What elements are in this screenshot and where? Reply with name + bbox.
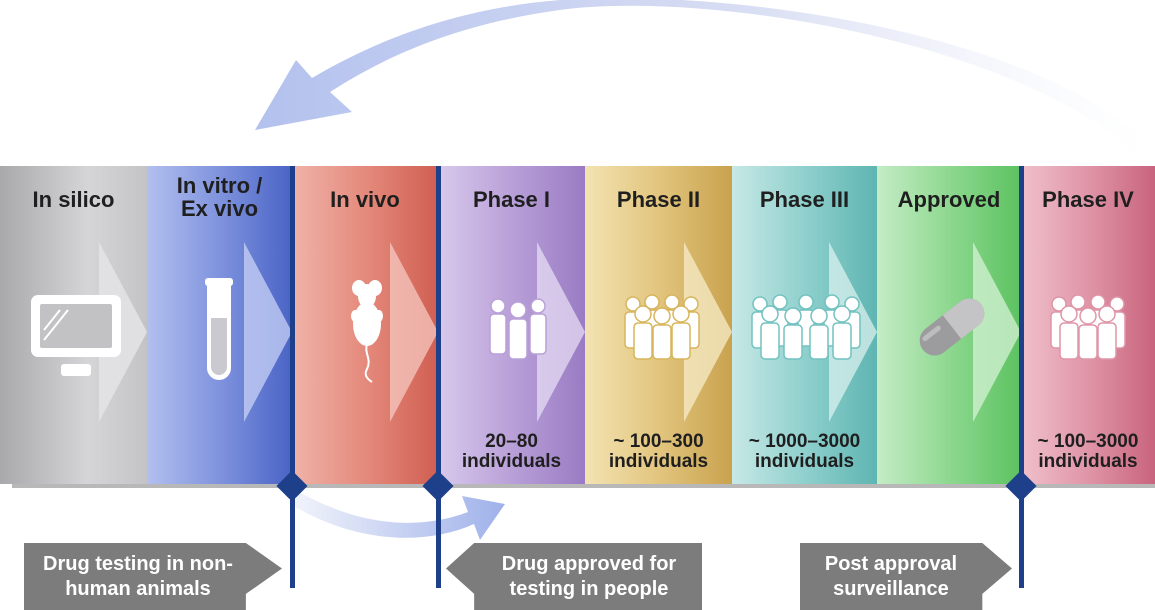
chevron-arrow-icon <box>684 242 732 422</box>
stage-title: Phase III <box>759 187 850 212</box>
stage-title: In silico <box>32 187 115 212</box>
stage-title: Phase IV <box>1042 187 1134 212</box>
callout-text: Drug testing in non- human animals <box>43 552 233 600</box>
mouse-icon <box>351 280 383 383</box>
stage-phase-2: Phase II ~ 100–300 individuals <box>585 166 732 484</box>
stage-in-vivo: In vivo <box>292 166 438 484</box>
participant-count: ~ 100–300 individuals <box>608 431 709 472</box>
stage-phase-3: Phase III ~ 1000–3000 individuals <box>732 166 877 484</box>
milestone-line-animal-testing <box>290 166 295 588</box>
computer-monitor-icon <box>31 295 121 376</box>
stage-title: Phase I <box>472 187 551 212</box>
bottom-forward-arrow <box>292 488 505 540</box>
stage-phase-4: Phase IV ~ 100–3000 individuals <box>1021 166 1155 484</box>
callout-human-testing: Drug approved for testing in people <box>446 543 702 610</box>
stage-in-silico: In silico <box>0 166 147 484</box>
chevron-arrow-icon <box>244 242 292 422</box>
callout-text: Post approval surveillance <box>824 552 958 600</box>
test-tube-icon <box>205 278 233 380</box>
callout-surveillance: Post approval surveillance <box>800 543 1012 610</box>
chevron-arrow-icon <box>537 242 585 422</box>
stage-in-vitro: In vitro / Ex vivo <box>147 166 292 484</box>
chevron-arrow-icon <box>99 242 147 422</box>
people-small-group-icon <box>489 298 547 360</box>
milestone-line-approval <box>1019 166 1024 588</box>
callout-animal-testing: Drug testing in non- human animals <box>24 543 282 610</box>
pill-capsule-icon <box>919 298 985 356</box>
chevron-arrow-icon <box>390 242 438 422</box>
stage-title: In vivo <box>330 187 400 212</box>
top-return-arrow <box>255 0 1155 166</box>
milestone-line-human-testing <box>436 166 441 588</box>
stage-title: Phase II <box>616 187 701 212</box>
stage-title: Approved <box>897 187 1001 212</box>
stage-approved: Approved <box>877 166 1021 484</box>
people-medium-group-icon <box>624 294 700 360</box>
participant-count: ~ 1000–3000 individuals <box>748 431 861 472</box>
people-medium-group-icon <box>1050 294 1126 360</box>
participant-count: ~ 100–3000 individuals <box>1037 431 1139 472</box>
stage-title: In vitro / Ex vivo <box>176 173 263 221</box>
people-large-group-icon <box>751 294 861 360</box>
callout-text: Drug approved for testing in people <box>501 552 677 600</box>
participant-count: 20–80 individuals <box>461 431 562 472</box>
chevron-arrow-icon <box>973 242 1021 422</box>
stage-phase-1: Phase I 20–80 individuals <box>438 166 585 484</box>
